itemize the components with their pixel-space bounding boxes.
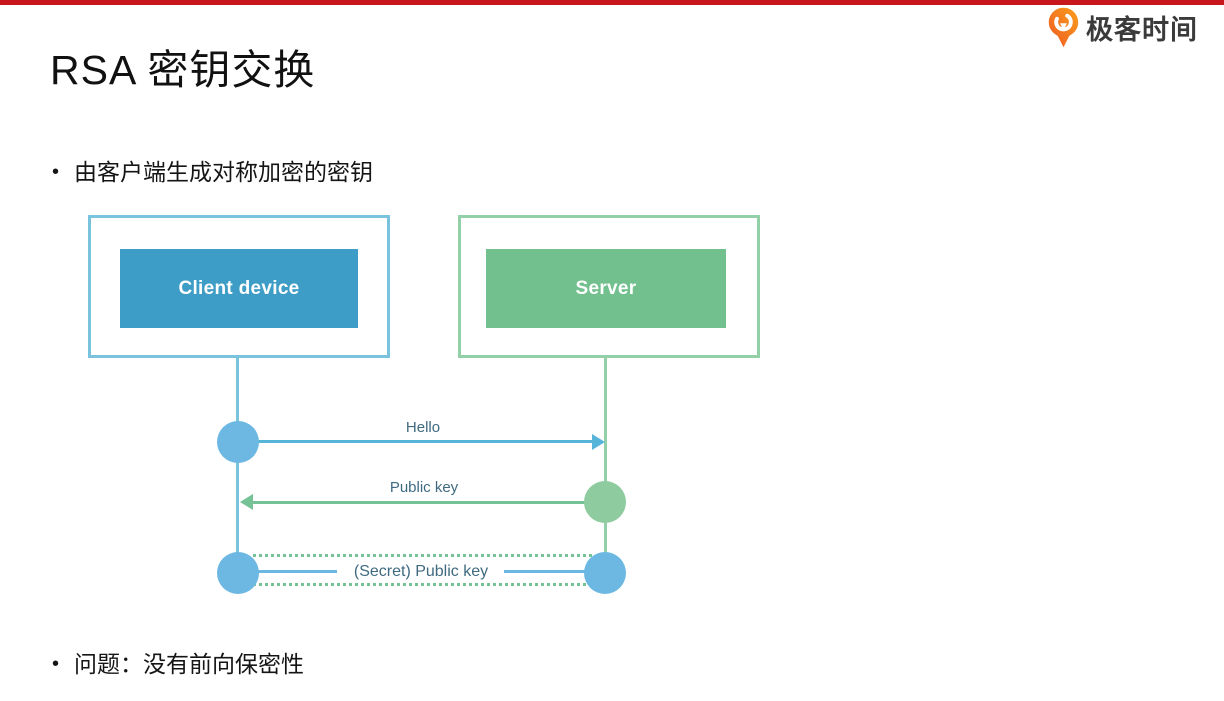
hello-message-label: Hello [405, 419, 441, 436]
secret-line-left-segment [253, 570, 337, 573]
client-device-label: Client device [178, 277, 300, 299]
geektime-logo-text: 极客时间 [1086, 15, 1198, 45]
public-key-message-line [253, 501, 586, 504]
secret-line-right-segment [504, 570, 588, 573]
client-device-box: Client device [120, 249, 358, 328]
secret-exchange-dotted-line-top [253, 554, 592, 557]
bullet-item-client-generates-key: • 由客户端生成对称加密的密钥 [52, 157, 373, 187]
bullet-dot: • [52, 161, 60, 183]
server-event-node-2 [584, 552, 626, 594]
server-box: Server [486, 249, 726, 328]
secret-public-key-label: (Secret) Public key [353, 563, 489, 580]
bullet-text: 问题：没有前向保密性 [74, 651, 305, 677]
page-title: RSA 密钥交换 [50, 47, 316, 93]
geektime-logo: 极客时间 [1048, 7, 1198, 48]
server-label: Server [575, 277, 637, 299]
public-key-arrowhead-icon [240, 494, 253, 510]
bullet-item-no-forward-secrecy: • 问题：没有前向保密性 [52, 649, 304, 679]
server-event-node [584, 481, 626, 523]
server-lifeline [604, 358, 607, 573]
client-event-node-1 [217, 421, 259, 463]
bullet-dot: • [52, 653, 60, 675]
client-lifeline [236, 358, 239, 573]
secret-exchange-dotted-line-bottom [253, 583, 592, 586]
bullet-text: 由客户端生成对称加密的密钥 [74, 159, 374, 185]
public-key-message-label: Public key [389, 479, 459, 496]
hello-message-line [252, 440, 593, 443]
geektime-pin-icon [1048, 7, 1079, 48]
hello-arrowhead-icon [592, 434, 605, 450]
client-event-node-2 [217, 552, 259, 594]
slide-top-accent-bar [0, 0, 1224, 5]
